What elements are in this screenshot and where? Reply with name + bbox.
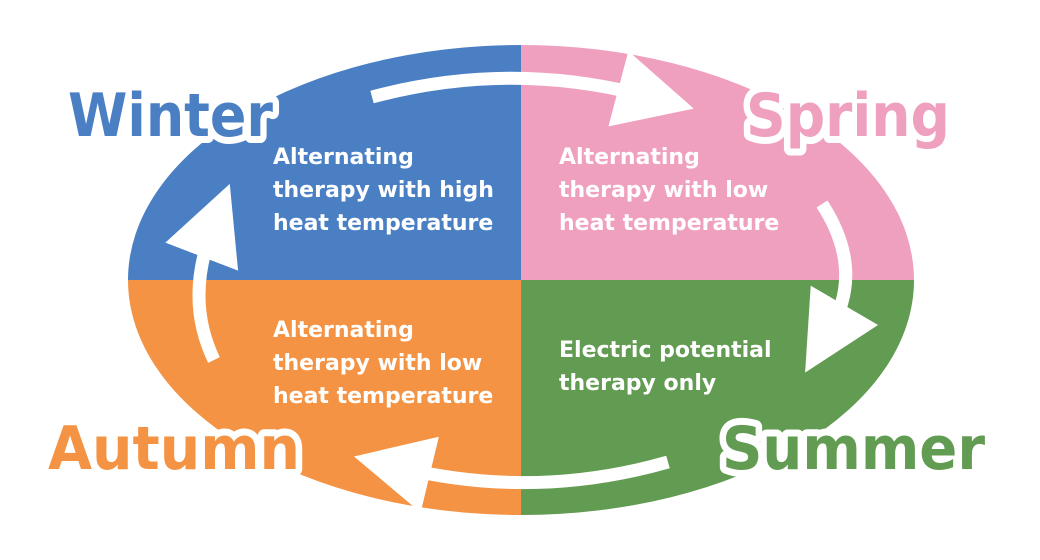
- winter-therapy-text: Alternating therapy with high heat tempe…: [273, 145, 502, 236]
- summer-therapy-line: Electric potential: [559, 338, 772, 363]
- spring-therapy-text: Alternating therapy with low heat temper…: [559, 145, 779, 236]
- therapy-texts: Alternating therapy with high heat tempe…: [273, 145, 779, 409]
- autumn-therapy-line: heat temperature: [273, 384, 493, 409]
- spring-therapy-line: heat temperature: [559, 211, 779, 236]
- autumn-label: Autumn: [48, 414, 300, 484]
- winter-therapy-line: heat temperature: [273, 211, 493, 236]
- autumn-therapy-line: therapy with low: [273, 351, 482, 376]
- cycle-arrows: [165, 50, 879, 513]
- season-labels: Winter Spring Summer Autumn: [41, 74, 992, 491]
- autumn-to-winter-arrow: [165, 183, 239, 363]
- winter-therapy-line: therapy with high: [273, 178, 494, 203]
- summer-to-autumn-arrow: [353, 436, 670, 513]
- summer-therapy-text: Electric potential therapy only: [559, 338, 779, 396]
- spring-therapy-line: Alternating: [559, 145, 700, 170]
- spring-therapy-line: therapy with low: [559, 178, 768, 203]
- autumn-therapy-text: Alternating therapy with low heat temper…: [273, 318, 493, 409]
- winter-therapy-line: Alternating: [273, 145, 414, 170]
- spring-to-summer-arrow: [805, 200, 879, 373]
- spring-label: Spring: [746, 81, 950, 151]
- autumn-therapy-line: Alternating: [273, 318, 414, 343]
- winter-to-spring-arrow: [370, 50, 694, 127]
- summer-label: Summer: [722, 414, 985, 484]
- winter-label: Winter: [68, 81, 273, 151]
- summer-therapy-line: therapy only: [559, 371, 716, 396]
